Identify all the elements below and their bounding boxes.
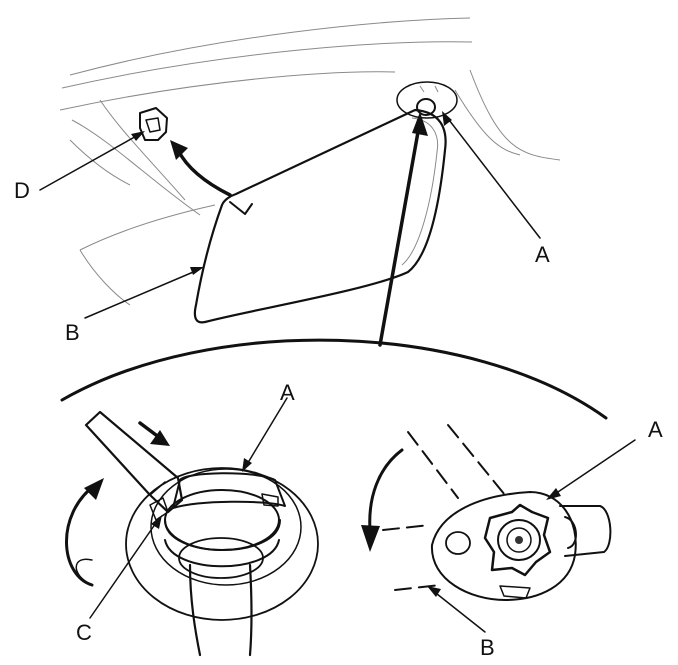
label-a-top: A	[535, 242, 550, 267]
rotate-arrow-left	[65, 478, 104, 587]
leaders-top	[39, 111, 541, 319]
push-arrow	[138, 421, 170, 446]
mount-detail-left	[125, 467, 319, 657]
sun-visor-b	[193, 108, 447, 324]
mount-detail-right	[430, 491, 612, 601]
detail-arrow	[378, 112, 428, 347]
leaders-bottom-left	[89, 397, 288, 619]
detail-divider-arc	[60, 338, 608, 420]
label-b-top: B	[65, 320, 80, 345]
visor-clip-d	[139, 107, 168, 141]
visor-mount-a-top	[396, 81, 458, 119]
rotate-arrow-right	[361, 448, 404, 552]
leaders-bottom-right	[427, 439, 636, 633]
rotate-arrow-top	[170, 140, 232, 197]
label-d: D	[14, 178, 30, 203]
label-a-right: A	[648, 417, 663, 442]
label-c: C	[76, 620, 92, 645]
label-b-bottom: B	[480, 635, 495, 660]
visor-arm-dashed	[382, 424, 506, 591]
label-a-left: A	[280, 380, 295, 405]
screwdriver-tool	[84, 410, 184, 514]
headliner-background	[59, 17, 561, 306]
